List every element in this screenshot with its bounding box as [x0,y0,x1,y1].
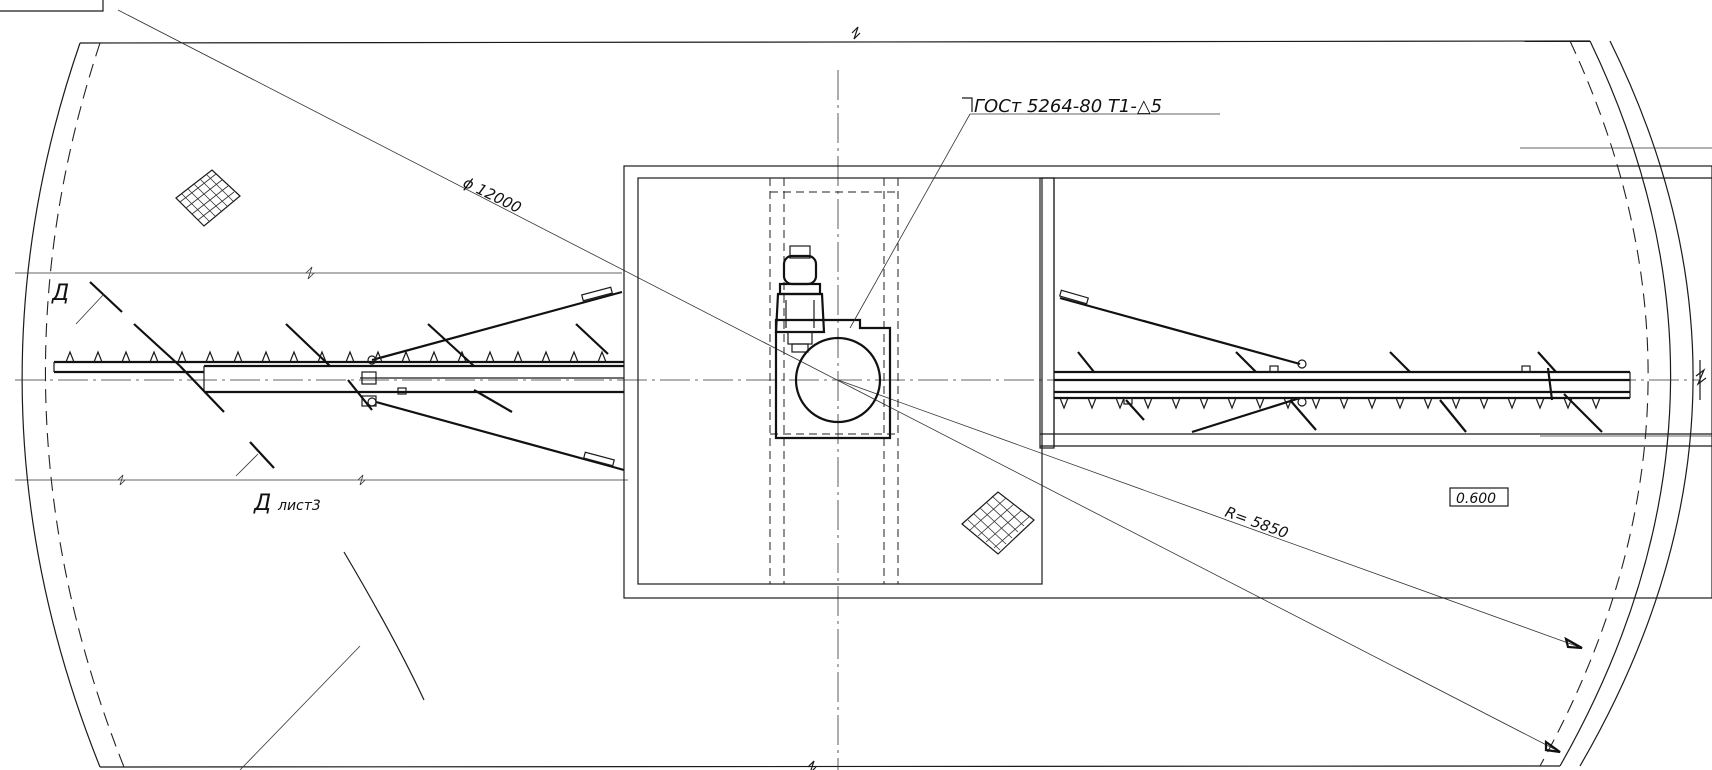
inner-arc-fragment [343,551,425,701]
weld-note-text: ГОСт 5264-80 Т1-△5 [974,96,1162,117]
radius-dimension-line [837,379,1583,649]
center-lines [15,70,1707,770]
diameter-arrow [1544,739,1561,754]
drive-unit [774,245,892,440]
left-truss-teeth [65,350,607,363]
grating-left [175,169,241,227]
title-block-corner [0,0,104,12]
elevation-box [1449,487,1509,507]
diameter-dimension-line [117,9,1561,753]
pit-frame [623,165,1712,599]
left-truss [53,286,625,472]
left-truss-blades [133,323,609,413]
radius-label: R= 5850 [1223,503,1291,542]
sheet-reference: лист3 [277,498,321,514]
section-letter-top: Д [51,281,69,306]
tank-outline [21,26,1694,770]
grating-right [961,491,1035,555]
elevation-label: 0.600 [1456,491,1496,507]
right-truss [1054,289,1631,434]
section-letter-bottom: Д [253,491,271,516]
radius-arrow [1564,636,1583,650]
right-truss-teeth [1059,397,1601,410]
leader-lower-left [239,645,361,770]
right-truss-blades [1077,351,1603,433]
weld-note-leader [849,97,1220,329]
construction-lines [15,147,1712,486]
section-cut-markers [75,281,275,477]
dashed-rails [769,178,899,584]
diameter-label: ϕ 12000 [460,173,524,217]
